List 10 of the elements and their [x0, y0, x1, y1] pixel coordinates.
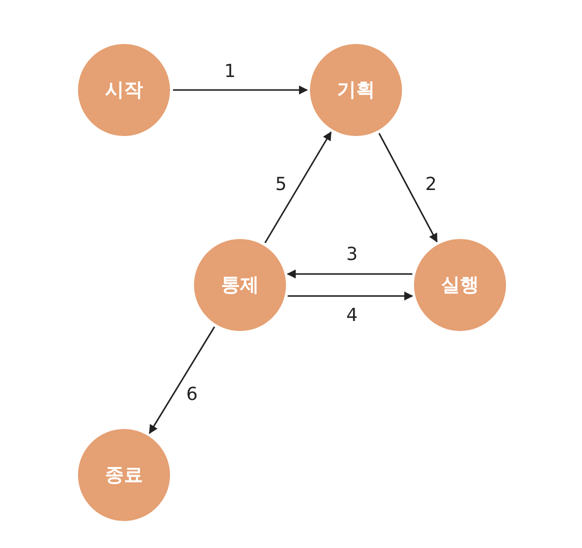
arrow	[173, 86, 308, 94]
node-label: 통제	[221, 273, 259, 298]
arrow	[288, 292, 414, 300]
arrow	[148, 326, 216, 434]
node-label: 종료	[105, 463, 143, 488]
node-label: 기획	[337, 78, 375, 103]
arrow	[286, 270, 412, 278]
node-label: 실행	[441, 273, 479, 298]
node-label: 시작	[105, 78, 143, 103]
arrow	[378, 132, 438, 243]
